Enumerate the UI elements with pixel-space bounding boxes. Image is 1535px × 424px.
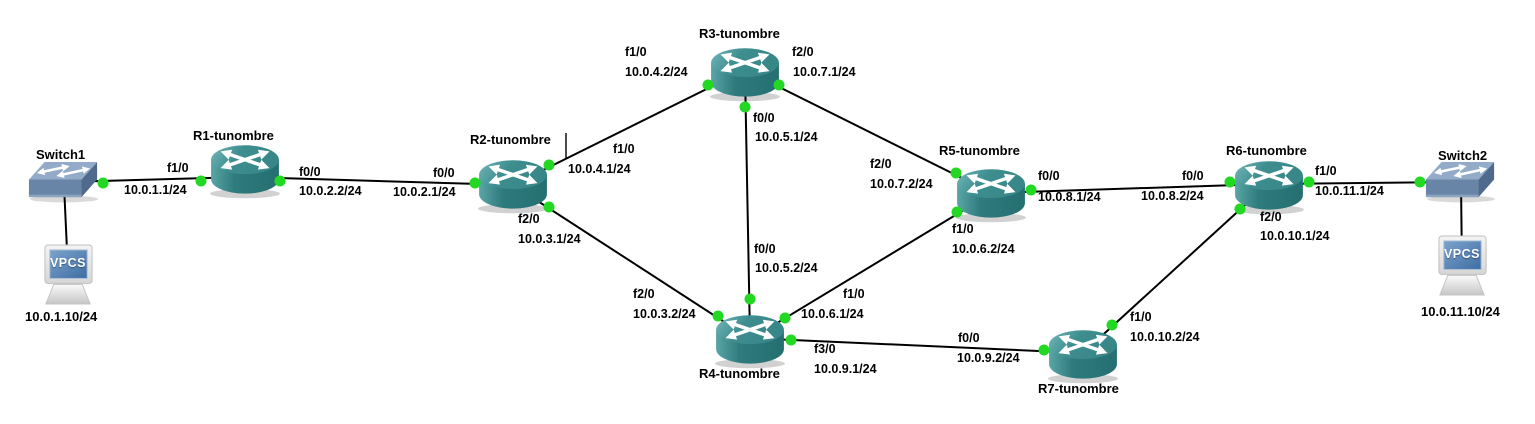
iface-label[interactable]: f1/0 [625,45,647,59]
ip-label[interactable]: 10.0.11.1/24 [1315,184,1384,198]
iface-label[interactable]: f1/0 [843,287,865,301]
node-vpcs2[interactable] [1434,235,1491,298]
r1-label[interactable]: R1-tunombre [193,128,274,143]
ip-label[interactable]: 10.0.9.2/24 [957,351,1020,365]
node-switch2[interactable] [1424,159,1498,204]
ip-label[interactable]: 10.0.3.2/24 [633,307,696,321]
node-r4[interactable] [713,312,787,370]
node-r3[interactable] [708,45,782,103]
iface-label[interactable]: f0/0 [958,331,980,345]
node-r2[interactable] [476,157,550,215]
iface-label[interactable]: f0/0 [433,166,455,180]
ip-label[interactable]: 10.0.3.1/24 [518,232,581,246]
iface-label[interactable]: f2/0 [518,212,540,226]
link-r5-r6[interactable] [991,183,1269,194]
ip-label[interactable]: 10.0.5.1/24 [755,130,818,144]
switch1-label[interactable]: Switch1 [36,147,86,162]
vpcs1-address-label[interactable]: 10.0.1.10/24 [25,309,98,324]
iface-label[interactable]: f2/0 [870,157,892,171]
vpcs1-screen-text: VPCS [49,256,87,270]
router-icon [713,312,787,370]
vpcs2-address-label[interactable]: 10.0.11.10/24 [1421,304,1500,319]
r4-label[interactable]: R4-tunombre [699,366,780,381]
link-r4-r7[interactable] [748,337,1084,354]
router-icon [708,45,782,103]
link-r1-r2[interactable] [243,176,514,186]
node-r5[interactable] [954,166,1028,224]
iface-label[interactable]: f1/0 [167,161,189,175]
ip-label[interactable]: 10.0.1.1/24 [124,183,187,197]
iface-label[interactable]: f0/0 [299,165,321,179]
ip-label[interactable]: 10.0.8.2/24 [1141,189,1204,203]
router-icon [1232,158,1306,216]
ip-label[interactable]: 10.0.7.2/24 [870,177,933,191]
router-icon [1046,327,1120,385]
node-switch1[interactable] [27,159,101,204]
ip-label[interactable]: 10.0.10.2/24 [1130,330,1200,344]
iface-label[interactable]: f1/0 [613,142,635,156]
iface-label[interactable]: f1/0 [1130,310,1152,324]
r7-label[interactable]: R7-tunombre [1038,381,1119,396]
ip-label[interactable]: 10.0.2.1/24 [393,185,456,199]
ip-label[interactable]: 10.0.9.1/24 [814,362,877,376]
iface-label[interactable]: f0/0 [1182,169,1204,183]
vpcs2-screen-text: VPCS [1443,247,1481,261]
switch-icon [27,159,101,204]
ip-label[interactable]: 10.0.6.2/24 [952,242,1015,256]
ip-label[interactable]: 10.0.4.1/24 [568,162,631,176]
iface-label[interactable]: f1/0 [952,222,974,236]
ip-label[interactable]: 10.0.10.1/24 [1260,229,1330,243]
vpcs-icon [1434,235,1491,298]
ip-label[interactable]: 10.0.5.2/24 [755,261,818,275]
r5-label[interactable]: R5-tunombre [939,143,1020,158]
router-icon [476,157,550,215]
iface-label[interactable]: f0/0 [1038,169,1060,183]
iface-label[interactable]: f1/0 [1315,164,1337,178]
node-r6[interactable] [1232,158,1306,216]
router-icon [954,166,1028,224]
router-icon [208,142,282,200]
ip-label[interactable]: 10.0.6.1/24 [801,307,864,321]
link-r3-r4[interactable] [744,71,751,339]
iface-label[interactable]: f3/0 [814,342,836,356]
switch-icon [1424,159,1498,204]
ip-label[interactable]: 10.0.7.1/24 [793,65,856,79]
iface-label[interactable]: f0/0 [754,242,776,256]
r2-label[interactable]: R2-tunombre [470,132,551,147]
ip-label[interactable]: 10.0.8.1/24 [1038,190,1101,204]
r3-label[interactable]: R3-tunombre [699,26,780,41]
iface-label[interactable]: f0/0 [753,111,775,125]
iface-label[interactable]: f2/0 [792,45,814,59]
node-r1[interactable] [208,142,282,200]
node-r7[interactable] [1046,327,1120,385]
ip-label[interactable]: 10.0.4.2/24 [625,65,688,79]
switch2-label[interactable]: Switch2 [1438,148,1488,163]
node-vpcs1[interactable] [40,244,97,307]
ip-label[interactable]: 10.0.2.2/24 [299,184,362,198]
r6-label[interactable]: R6-tunombre [1226,143,1307,158]
iface-label[interactable]: f2/0 [1260,210,1282,224]
vpcs-icon [40,244,97,307]
iface-label[interactable]: f2/0 [633,287,655,301]
